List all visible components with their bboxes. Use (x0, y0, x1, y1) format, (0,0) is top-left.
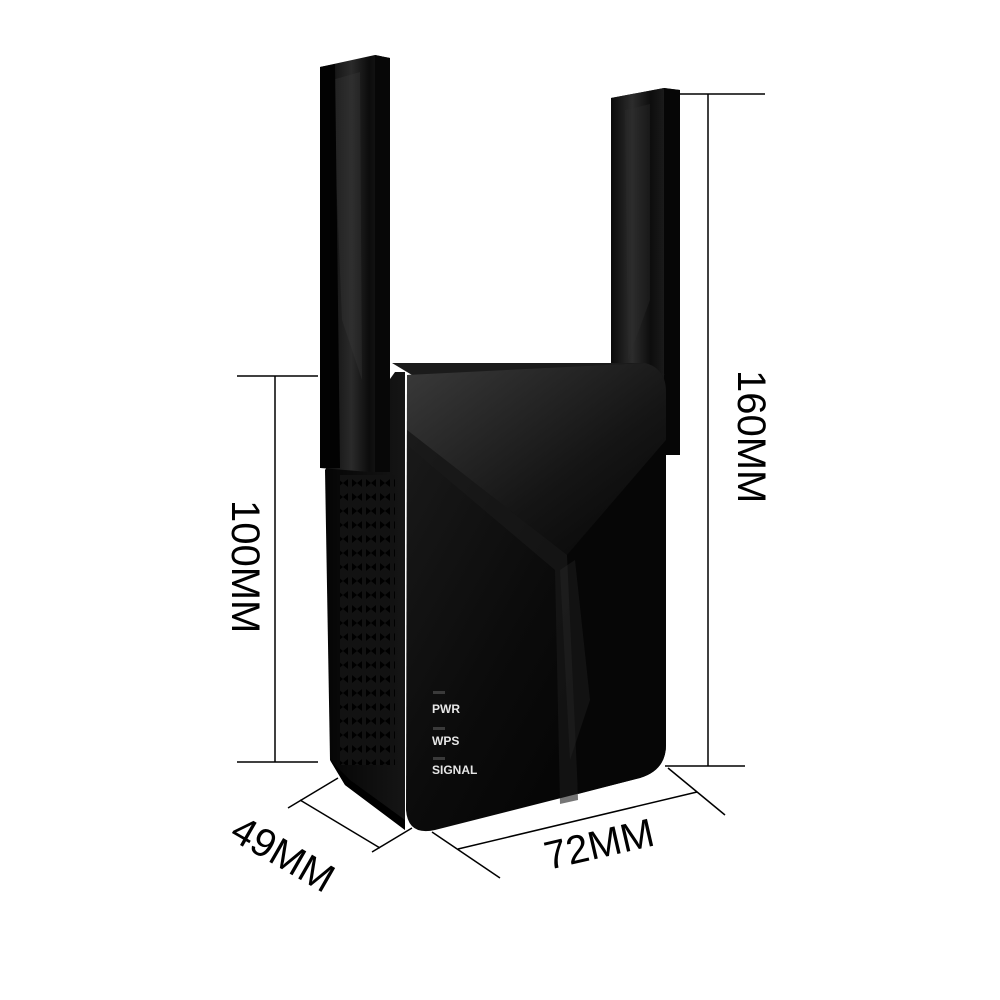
width-line (457, 791, 698, 850)
dimension-lines (237, 93, 765, 879)
pwr-label: PWR (432, 702, 460, 716)
height-body-label: 100MM (223, 500, 267, 633)
height-total-label: 160MM (729, 370, 773, 503)
side-vent-grille (325, 372, 405, 830)
led-indicators: PWR WPS SIGNAL (432, 691, 477, 777)
front-panel (406, 363, 666, 832)
depth-extension-front (371, 827, 413, 853)
depth-label: 49MM (224, 808, 342, 902)
wifi-extender-device: PWR WPS SIGNAL (320, 55, 680, 832)
signal-led-icon (433, 757, 445, 760)
wps-label: WPS (432, 734, 459, 748)
wps-led-icon (433, 727, 445, 730)
pwr-led-icon (433, 691, 445, 694)
width-label: 72MM (540, 811, 658, 879)
width-extension-left (431, 831, 501, 879)
left-antenna (320, 55, 390, 472)
signal-label: SIGNAL (432, 763, 477, 777)
depth-extension-back (287, 777, 339, 809)
depth-line (299, 799, 381, 849)
